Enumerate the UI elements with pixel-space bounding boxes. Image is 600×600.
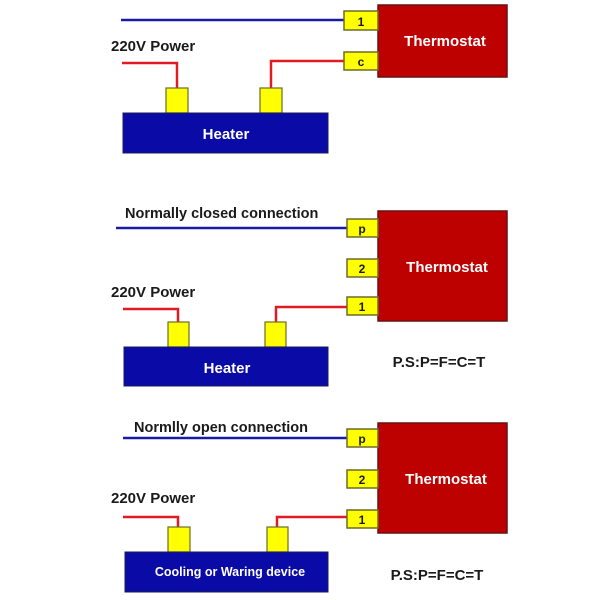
terminal-1 [346,296,379,316]
power-wire-right [275,515,347,527]
thermostat-box [377,4,508,78]
terminal-p [346,218,379,238]
terminal-1-label: 1 [359,513,366,527]
heater-label: Heater [204,360,251,377]
thermostat-label: Thermostat [404,33,486,50]
power-wire-right [269,59,344,88]
terminal-2-label: 2 [359,262,366,276]
thermostat-box [377,210,508,322]
note-label: P.S:P=F=C=T [391,567,484,584]
heater-box [122,112,329,154]
terminal-p [346,428,379,448]
thermostat-box [377,422,508,534]
terminal-1-label: 1 [359,300,366,314]
terminal-c [343,51,379,71]
thermostat-label: Thermostat [406,259,488,276]
device-terminal-right [266,526,289,553]
power-label: 220V Power [111,284,195,301]
terminal-1-label: 1 [358,15,365,29]
device-terminal-right [264,321,287,348]
terminal-p-label: p [358,222,365,236]
terminal-c-label: c [358,55,365,69]
cooling-device-label: Cooling or Waring device [155,565,305,579]
power-wire-right [274,305,347,322]
terminal-1 [343,10,379,31]
diagram-normally-open: Normlly open connection 220V Power Therm… [111,420,508,593]
device-terminal-left [167,321,190,348]
power-label: 220V Power [111,38,195,55]
terminal-2 [346,469,379,489]
device-terminal-left [165,87,189,114]
power-wire-left [123,515,180,527]
terminal-1 [346,509,379,529]
power-wire-left [122,61,179,88]
heater-box [123,346,329,387]
diagram-heater-basic: 220V Power Thermostat 1 c Heater [111,4,508,154]
device-terminal-right [259,87,283,114]
connection-type-label: Normlly open connection [134,420,308,436]
terminal-2 [346,258,379,278]
power-wire-left [123,307,180,322]
heater-label: Heater [203,126,250,143]
diagram-normally-closed: Normally closed connection 220V Power Th… [111,206,508,387]
thermostat-label: Thermostat [405,471,487,488]
terminal-2-label: 2 [359,473,366,487]
note-label: P.S:P=F=C=T [393,354,486,371]
connection-type-label: Normally closed connection [125,206,318,222]
power-label: 220V Power [111,490,195,507]
device-terminal-left [167,526,191,553]
terminal-p-label: p [358,432,365,446]
cooling-device-box [124,551,329,593]
